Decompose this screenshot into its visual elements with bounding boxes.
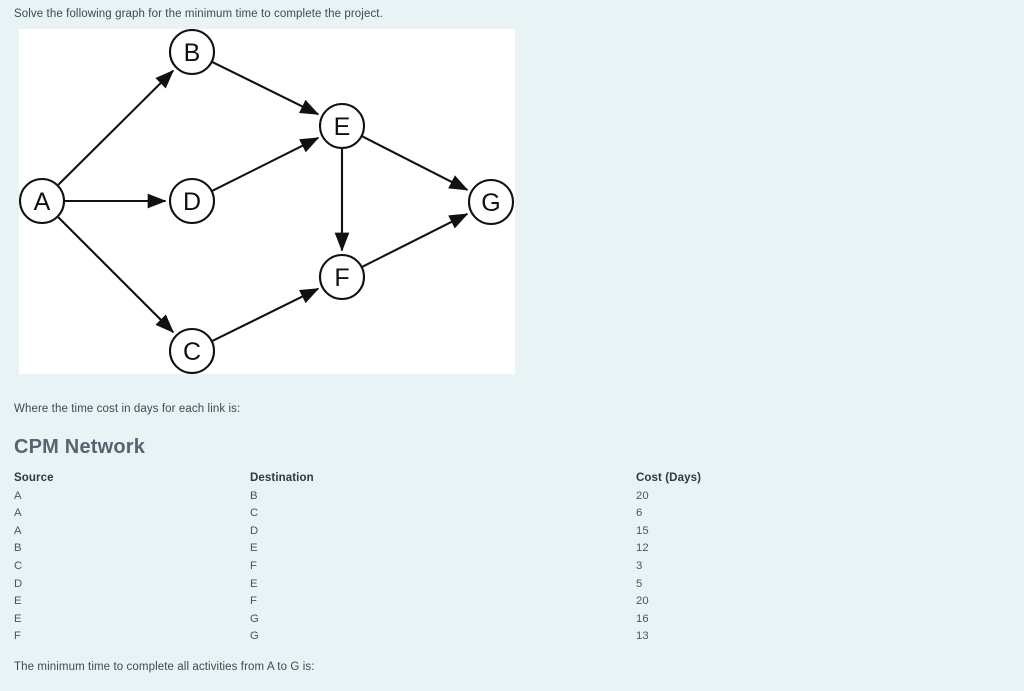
- cell-destination: E: [250, 542, 258, 555]
- cell-cost: 3: [636, 559, 643, 572]
- graph-edge-a-to-c: [57, 216, 175, 334]
- graph-edges: [57, 61, 469, 342]
- graph-panel: A B C D E F G: [19, 29, 515, 374]
- column-header-cost: Cost (Days): [636, 472, 702, 484]
- footer-question: The minimum time to complete all activit…: [14, 661, 315, 673]
- node-label-f: F: [334, 264, 349, 292]
- cell-destination: F: [250, 559, 258, 572]
- cell-cost: 6: [636, 507, 643, 520]
- graph-node-d: D: [168, 177, 216, 225]
- cell-source: A: [14, 507, 22, 520]
- node-label-b: B: [184, 39, 201, 67]
- cell-destination: F: [250, 595, 258, 608]
- node-label-c: C: [183, 338, 201, 366]
- cell-cost: 5: [636, 577, 643, 590]
- cell-source: A: [14, 524, 22, 537]
- cell-destination: D: [250, 524, 259, 537]
- cell-destination: G: [250, 612, 259, 625]
- table-header-row: Source Destination Cost (Days): [0, 472, 1024, 490]
- cell-destination: G: [250, 630, 259, 643]
- graph-edge-e-to-g: [362, 135, 469, 191]
- node-circle-f: [318, 253, 366, 301]
- cell-source: A: [14, 489, 22, 502]
- graph-edge-c-to-f: [212, 287, 320, 342]
- node-circle-d: [168, 177, 216, 225]
- cost-subtext: Where the time cost in days for each lin…: [14, 403, 241, 415]
- graph-node-a: A: [19, 177, 66, 225]
- node-label-e: E: [334, 113, 351, 141]
- cell-source: D: [14, 577, 23, 590]
- table-row: B E 12: [0, 542, 1024, 560]
- table-row: C F 3: [0, 560, 1024, 578]
- cell-cost: 13: [636, 630, 649, 643]
- cell-source: F: [14, 630, 22, 643]
- cpm-graph-diagram: A B C D E F G: [19, 29, 515, 374]
- table-row: A D 15: [0, 525, 1024, 543]
- node-circle-a: [19, 177, 66, 225]
- node-label-g: G: [481, 189, 500, 217]
- cell-source: B: [14, 542, 22, 555]
- graph-edge-f-to-g: [362, 212, 469, 268]
- node-circle-e: [318, 102, 366, 150]
- column-header-destination: Destination: [250, 472, 314, 484]
- cell-cost: 20: [636, 595, 649, 608]
- cell-source: E: [14, 595, 22, 608]
- node-label-d: D: [183, 188, 201, 216]
- graph-edge-a-to-b: [57, 69, 174, 186]
- intro-instruction: Solve the following graph for the minimu…: [14, 8, 383, 20]
- table-row: F G 13: [0, 630, 1024, 648]
- node-circle-b: [168, 29, 216, 76]
- cell-cost: 12: [636, 542, 649, 555]
- graph-edge-d-to-e: [212, 136, 320, 192]
- cell-cost: 15: [636, 524, 649, 537]
- cell-cost: 20: [636, 489, 649, 502]
- graph-node-g: G: [467, 178, 515, 226]
- node-label-a: A: [34, 188, 51, 216]
- node-circle-c: [168, 327, 216, 374]
- graph-edge-b-to-e: [212, 61, 320, 116]
- table-row: D E 5: [0, 578, 1024, 596]
- column-header-source: Source: [14, 472, 54, 484]
- table-row: A B 20: [0, 490, 1024, 508]
- cell-destination: C: [250, 507, 259, 520]
- cell-source: C: [14, 559, 23, 572]
- graph-node-f: F: [318, 253, 366, 301]
- cell-cost: 16: [636, 612, 649, 625]
- graph-node-c: C: [168, 327, 216, 374]
- table-row: A C 6: [0, 507, 1024, 525]
- table-row: E G 16: [0, 613, 1024, 631]
- section-heading: CPM Network: [14, 436, 146, 458]
- graph-node-b: B: [168, 29, 216, 76]
- cell-destination: E: [250, 577, 258, 590]
- cell-destination: B: [250, 489, 258, 502]
- node-circle-g: [467, 178, 515, 226]
- graph-node-e: E: [318, 102, 366, 150]
- graph-nodes: A B C D E F G: [19, 29, 515, 374]
- table-row: E F 20: [0, 595, 1024, 613]
- cell-source: E: [14, 612, 22, 625]
